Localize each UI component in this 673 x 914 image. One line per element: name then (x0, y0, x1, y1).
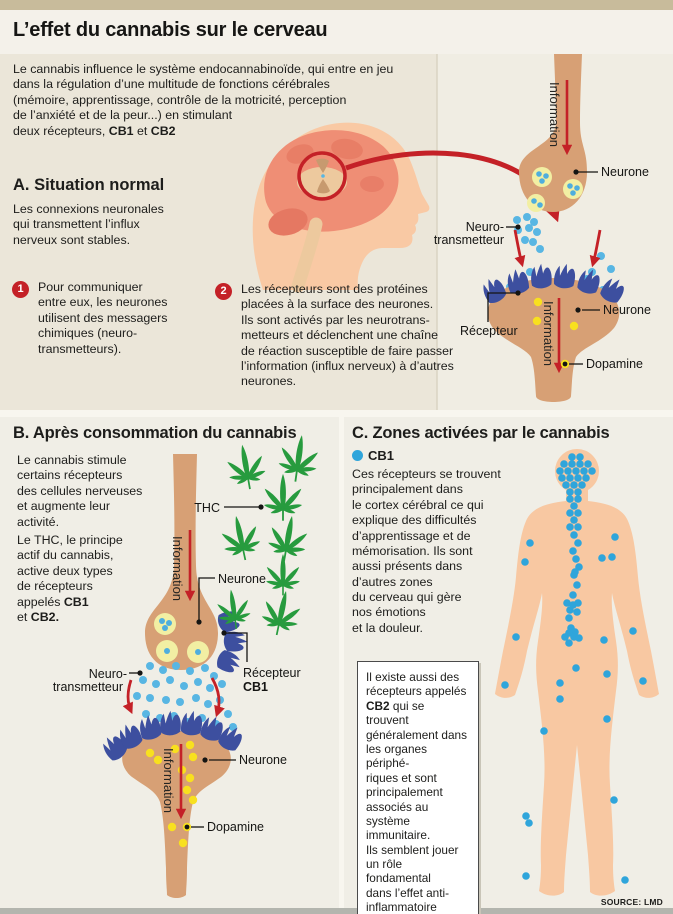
neurotransmitter-label-1: Neuro- (466, 220, 504, 234)
title-band: L’effet du cannabis sur le cerveau (0, 10, 673, 55)
intro-paragraph: Le cannabis influence le système endocan… (13, 62, 393, 139)
information-label: Information (547, 82, 562, 147)
section-a: Information Information (0, 54, 673, 410)
neurotransmitter-label-2: transmetteur (434, 233, 504, 247)
neurotransmitter-dots (133, 662, 237, 732)
release-arrow (210, 677, 225, 718)
section-a-title: A. Situation normal (13, 176, 165, 194)
cb2-box-text: Il existe aussi des récepteurs appelés (366, 670, 467, 699)
cb1-dot-icon (352, 450, 363, 461)
information-label: Information (541, 301, 556, 366)
vesicles (527, 167, 583, 212)
cannabis-leaves (213, 432, 322, 640)
cb1-bold: CB1 (63, 594, 89, 609)
cb2-info-box: Il existe aussi des récepteurs appelés C… (357, 661, 479, 914)
step-1-text: Pour communiquer entre eux, les neurones… (38, 280, 168, 356)
source-credit: SOURCE: LMD (600, 897, 663, 907)
dopamine-dots (145, 740, 198, 848)
section-b: Information (0, 417, 339, 914)
release-arrow (589, 229, 602, 268)
cb2-bold: CB2. (30, 609, 60, 624)
cb2-bold: CB2 (366, 698, 390, 713)
brain-fold (360, 176, 384, 192)
horizontal-divider (0, 410, 673, 417)
neurotransmitter-label-1: Neuro- (89, 667, 127, 681)
cb1-legend: CB1 (352, 448, 394, 463)
synapse-diagram-normal: Information Information (434, 54, 651, 402)
zoom-circle (297, 151, 347, 201)
thc-leaf (262, 473, 304, 521)
cb1-legend-label: CB1 (368, 448, 395, 463)
release-arrow (122, 679, 133, 715)
step-1: 1 Pour communiquer entre eux, les neuron… (12, 280, 168, 357)
mini-neuron (317, 179, 330, 194)
step-2: 2 Les récepteurs sont des protéines plac… (215, 282, 454, 390)
information-label: Information (161, 748, 176, 813)
dopamine-dots (532, 297, 579, 331)
brain-fold (331, 138, 363, 160)
section-c-title: C. Zones activées par le cannabis (352, 424, 610, 442)
receptor-cb1-label: Récepteur (243, 666, 301, 680)
section-b-diagram: Information (53, 432, 322, 898)
cerebellum (268, 208, 308, 236)
section-a-diagram: Information Information (252, 54, 673, 410)
page-title: L’effet du cannabis sur le cerveau (13, 19, 328, 41)
step-2-text: Les récepteurs sont des protéines placée… (241, 282, 454, 389)
intro-sep: et (133, 123, 151, 138)
information-label: Information (170, 536, 185, 601)
cb1-bold: CB1 (108, 123, 134, 138)
release-arrow (513, 229, 526, 268)
lower-sections: Information (0, 410, 673, 914)
top-accent-bar (0, 0, 673, 10)
neurone-label: Neurone (239, 753, 287, 767)
neurone-label: Neurone (218, 572, 266, 586)
section-c-paragraph: Ces récepteurs se trouvent principalemen… (352, 467, 501, 635)
bottom-bar (0, 908, 673, 914)
section-c: C. Zones activées par le cannabis CB1 Ce… (344, 417, 673, 914)
section-a-subtitle: Les connexions neuronales qui transmette… (13, 202, 164, 247)
vesicles (154, 613, 209, 663)
neurotransmitter-label-2: transmetteur (53, 680, 123, 694)
b-para2-text: Le THC, le principe actif du cannabis, a… (17, 533, 123, 609)
dopamine-label: Dopamine (207, 820, 264, 834)
vertical-divider (339, 410, 344, 914)
neurone-label: Neurone (601, 165, 649, 179)
b-para2-mid: et (17, 609, 28, 624)
section-b-para1: Le cannabis stimule certains récepteurs … (17, 453, 143, 529)
receptor-label: Récepteur (460, 324, 518, 338)
brainstem (291, 217, 323, 293)
intro-text: Le cannabis influence le système endocan… (13, 62, 394, 138)
neurone-label: Neurone (603, 303, 651, 317)
mini-neuron (316, 158, 329, 173)
receptor-cb1-bold: CB1 (243, 680, 268, 694)
mini-synapse-dot (321, 174, 325, 178)
cb2-box-text2: qui se trouvent généralement dans les or… (366, 698, 467, 914)
section-b-title: B. Après consommation du cannabis (13, 424, 297, 442)
cb2-bold: CB2 (150, 123, 176, 138)
step-1-badge: 1 (12, 281, 29, 298)
step-2-badge: 2 (215, 283, 232, 300)
section-b-para2: Le THC, le principe actif du cannabis, a… (17, 533, 123, 625)
section-c-body (495, 449, 659, 896)
postsynaptic-neuron (487, 278, 620, 402)
thc-label: THC (194, 501, 220, 515)
cb1-zone-dots (501, 453, 647, 884)
dopamine-label: Dopamine (586, 357, 643, 371)
